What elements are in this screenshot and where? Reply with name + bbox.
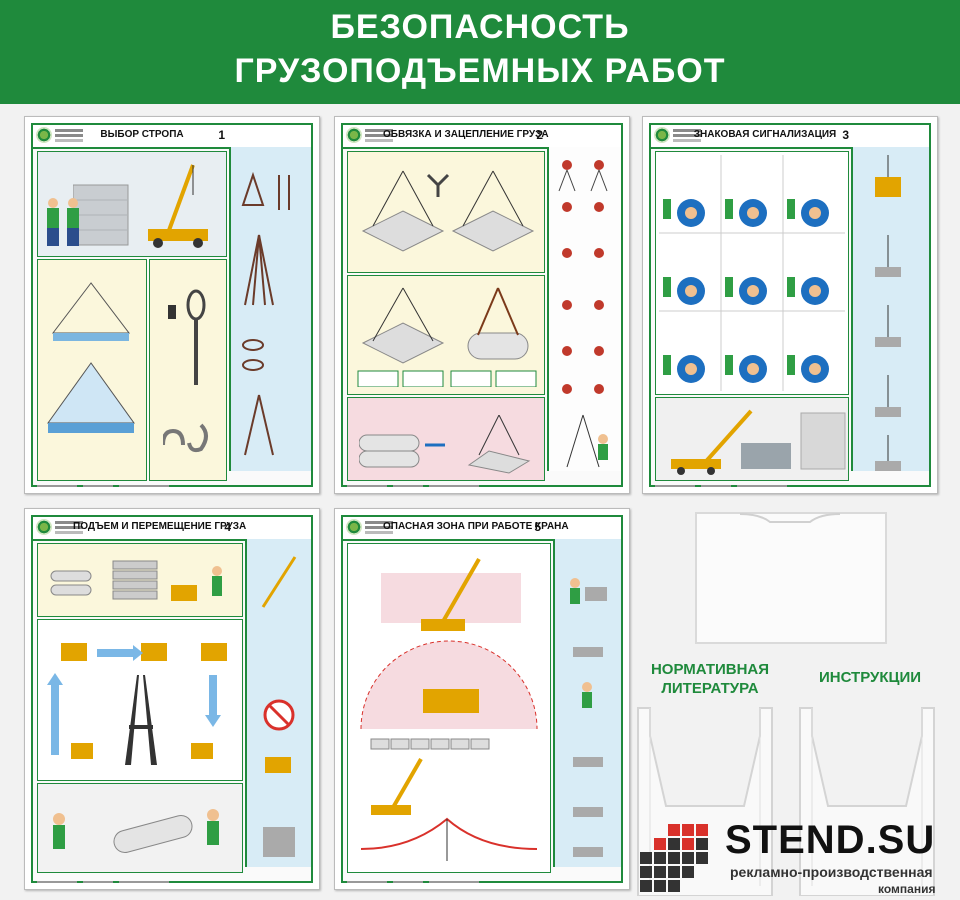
pipes-transport-illustration xyxy=(359,415,531,474)
poster-number: 3 xyxy=(842,128,849,142)
crane-scene-illustration xyxy=(671,409,846,475)
poster-3-frame: ЗНАКОВАЯ СИГНАЛИЗАЦИЯ 3 xyxy=(649,123,931,487)
stacking-illustration xyxy=(50,560,222,601)
poster-number: 4 xyxy=(224,520,231,534)
poster-5[interactable]: ОПАСНАЯ ЗОНА ПРИ РАБОТЕ КРАНА 5 xyxy=(334,508,630,890)
emblem-caption xyxy=(55,521,83,524)
logo-squares-icon xyxy=(640,824,720,894)
poster-title: ПОДЪЕМ И ПЕРЕМЕЩЕНИЕ ГРУЗА xyxy=(73,521,247,532)
poster-number: 2 xyxy=(536,128,543,142)
label-instructions: ИНСТРУКЦИИ xyxy=(818,669,922,686)
poster-1-frame: ВЫБОР СТРОПА 1 xyxy=(31,123,313,487)
poster-footer xyxy=(655,475,925,487)
emblem-caption xyxy=(673,129,701,132)
hand-signals-grid xyxy=(659,155,845,391)
mobile-crane-illustration xyxy=(73,164,208,248)
poster-5-titlebar: ОПАСНАЯ ЗОНА ПРИ РАБОТЕ КРАНА 5 xyxy=(343,517,621,541)
header-title-line2: ГРУЗОПОДЪЕМНЫХ РАБОТ xyxy=(234,52,726,90)
logo-wordmark: STEND.SU xyxy=(725,818,936,862)
poster-3-titlebar: ЗНАКОВАЯ СИГНАЛИЗАЦИЯ 3 xyxy=(651,125,929,149)
poster-3[interactable]: ЗНАКОВАЯ СИГНАЛИЗАЦИЯ 3 xyxy=(642,116,938,494)
poster-4-titlebar: ПОДЪЕМ И ПЕРЕМЕЩЕНИЕ ГРУЗА 4 xyxy=(33,517,311,541)
logo-tagline-2: компания xyxy=(878,882,936,896)
logo-tagline-1: рекламно-производственная xyxy=(730,864,933,880)
poster-number: 5 xyxy=(534,520,541,534)
pocket-notch xyxy=(740,513,840,523)
poster-footer xyxy=(37,871,307,883)
poster-2-titlebar: ОБВЯЗКА И ЗАЦЕПЛЕНИЕ ГРУЗА 2 xyxy=(343,125,621,149)
header-banner: БЕЗОПАСНОСТЬ ГРУЗОПОДЪЕМНЫХ РАБОТ xyxy=(0,0,960,104)
sidebar-signs-illustration xyxy=(261,556,297,857)
poster-number: 1 xyxy=(218,128,225,142)
label-normative-literature: НОРМАТИВНАЯ ЛИТЕРАТУРА xyxy=(650,661,770,697)
signals-grid-panel xyxy=(655,151,849,395)
pipes-illustration xyxy=(53,809,219,854)
danger-zone-diagram xyxy=(360,558,538,861)
pipe-lifting-illustration xyxy=(357,287,537,387)
emblem-icon xyxy=(654,127,670,143)
emblem-icon xyxy=(36,519,52,535)
poster-5-frame: ОПАСНАЯ ЗОНА ПРИ РАБОТЕ КРАНА 5 xyxy=(341,515,623,883)
poster-2[interactable]: ОБВЯЗКА И ЗАЦЕПЛЕНИЕ ГРУЗА 2 xyxy=(334,116,630,494)
poster-4[interactable]: ПОДЪЕМ И ПЕРЕМЕЩЕНИЕ ГРУЗА 4 xyxy=(24,508,320,890)
poster-title: ОПАСНАЯ ЗОНА ПРИ РАБОТЕ КРАНА xyxy=(383,521,569,532)
emblem-icon xyxy=(36,127,52,143)
poster-footer xyxy=(37,475,307,487)
hook-icon xyxy=(163,289,208,453)
poster-title: ВЫБОР СТРОПА xyxy=(100,129,184,140)
emblem-caption xyxy=(365,521,393,524)
poster-1-titlebar: ВЫБОР СТРОПА 1 xyxy=(33,125,311,149)
poster-footer xyxy=(347,871,617,883)
hooks-column-illustration xyxy=(558,160,608,468)
emblem-icon xyxy=(346,127,362,143)
sidebar-loads-illustration xyxy=(570,578,607,857)
workers-illustration xyxy=(47,198,79,246)
poster-4-frame: ПОДЪЕМ И ПЕРЕМЕЩЕНИЕ ГРУЗА 4 xyxy=(31,515,313,883)
eiffel-tower-illustration xyxy=(47,643,227,765)
stend-su-logo: STEND.SU рекламно-производственная компа… xyxy=(640,818,958,898)
header-title-line1: БЕЗОПАСНОСТЬ xyxy=(330,8,630,46)
brochure-pocket-right[interactable] xyxy=(794,696,940,896)
poster-sidebar xyxy=(229,147,311,471)
poster-footer xyxy=(347,475,617,487)
poster-1[interactable]: ВЫБОР СТРОПА 1 xyxy=(24,116,320,494)
sling-angle-diagram xyxy=(47,282,135,433)
emblem-icon xyxy=(346,519,362,535)
slab-lifting-illustration xyxy=(361,170,535,252)
emblem-caption xyxy=(55,129,83,132)
emblem-caption xyxy=(365,129,393,132)
slabs-panel xyxy=(347,151,545,273)
loads-column-illustration xyxy=(875,155,901,471)
poster-2-frame: ОБВЯЗКА И ЗАЦЕПЛЕНИЕ ГРУЗА 2 xyxy=(341,123,623,487)
document-pocket-a4[interactable] xyxy=(695,512,887,644)
chain-slings-illustration xyxy=(241,171,290,456)
poster-title: ОБВЯЗКА И ЗАЦЕПЛЕНИЕ ГРУЗА xyxy=(383,129,549,140)
poster-title: ЗНАКОВАЯ СИГНАЛИЗАЦИЯ xyxy=(693,129,837,140)
